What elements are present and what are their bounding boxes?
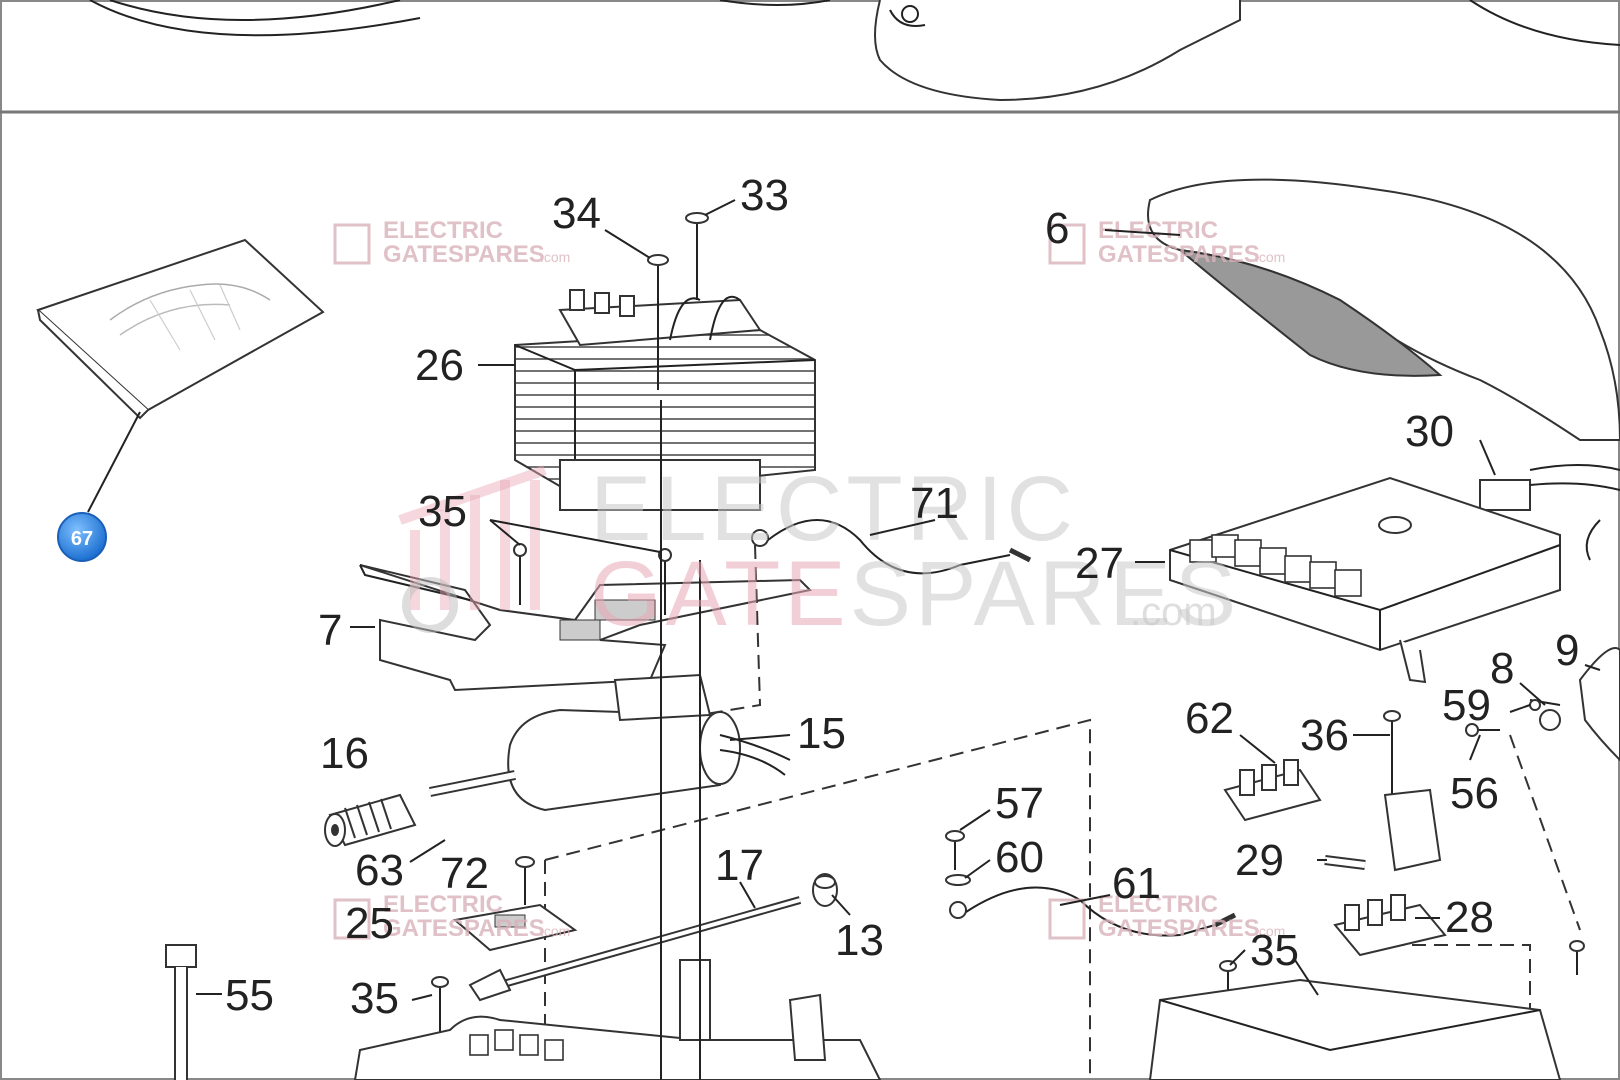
top-section-fragment: [89, 0, 1620, 102]
label-35b: 35: [1250, 926, 1299, 975]
threaded-rod: [468, 896, 802, 1002]
earth-wire-61: [949, 886, 1237, 937]
svg-text:ELECTRIC: ELECTRIC: [383, 891, 503, 918]
label-15: 15: [797, 709, 846, 758]
svg-text:GATESPARES: GATESPARES: [1098, 241, 1260, 268]
cover-housing: [1147, 178, 1620, 441]
label-17: 17: [715, 841, 764, 890]
svg-text:GATESPARES: GATESPARES: [590, 543, 1240, 645]
watermark-line2b: SPARES: [448, 241, 545, 268]
watermark-line1: ELECTRIC: [383, 217, 503, 244]
watermark-center: ELECTRIC GATESPARES .com: [398, 458, 1240, 645]
control-box-base: [1148, 978, 1562, 1080]
label-30: 30: [1405, 407, 1454, 456]
badge-label: 67: [71, 528, 93, 550]
part-labels: 34 33 6 26 30 35 71 27 7 9 8 62 59 15 36…: [225, 171, 1579, 1023]
connector-plug: [1479, 464, 1620, 561]
label-16: 16: [320, 729, 369, 778]
label-71: 71: [910, 479, 959, 528]
watermark-logo-1: ELECTRIC GATESPARES .com: [333, 217, 570, 268]
watermark-suffix: .com: [540, 249, 570, 265]
terminal-block-62: [1223, 759, 1322, 822]
label-57: 57: [995, 779, 1044, 828]
label-60: 60: [995, 833, 1044, 882]
earth-wire-71: [751, 519, 1032, 575]
bolt-55: [165, 944, 197, 1080]
plate: [452, 856, 578, 952]
fuse-holder: [1324, 788, 1442, 872]
label-55: 55: [225, 971, 274, 1020]
callout-badge-67[interactable]: 67: [57, 512, 107, 562]
svg-text:GATESPARES: GATESPARES: [1098, 915, 1260, 942]
label-28: 28: [1445, 893, 1494, 942]
label-35c: 35: [350, 974, 399, 1023]
label-26: 26: [415, 341, 464, 390]
label-9: 9: [1555, 626, 1579, 675]
gearbox-base: [353, 959, 882, 1080]
label-13: 13: [835, 916, 884, 965]
watermark-logo-3: ELECTRIC GATESPARES .com: [333, 891, 570, 942]
motor: [429, 673, 791, 812]
svg-text:GATESPARES: GATESPARES: [383, 241, 545, 268]
svg-text:.com: .com: [1255, 923, 1285, 939]
label-8: 8: [1490, 644, 1514, 693]
watermark-logo-2: ELECTRIC GATESPARES .com: [1048, 217, 1285, 268]
svg-text:.com: .com: [540, 923, 570, 939]
label-7: 7: [318, 606, 342, 655]
control-board: [1169, 476, 1561, 684]
label-72: 72: [440, 849, 489, 898]
bushing: [812, 873, 838, 907]
terminal-block-28: [1333, 894, 1447, 957]
label-27: 27: [1075, 539, 1124, 588]
label-56: 56: [1450, 769, 1499, 818]
label-61: 61: [1112, 859, 1161, 908]
svg-text:GATESPARES: GATESPARES: [383, 915, 545, 942]
label-25: 25: [345, 899, 394, 948]
svg-text:.com: .com: [1130, 590, 1217, 634]
label-35a: 35: [418, 487, 467, 536]
svg-text:.com: .com: [1255, 249, 1285, 265]
label-59: 59: [1442, 681, 1491, 730]
label-29: 29: [1235, 836, 1284, 885]
watermark-logo-4: ELECTRIC GATESPARES .com: [1048, 891, 1285, 942]
svg-text:ELECTRIC: ELECTRIC: [1098, 891, 1218, 918]
label-33: 33: [740, 171, 789, 220]
label-63: 63: [355, 846, 404, 895]
label-6: 6: [1045, 204, 1069, 253]
worm-gear: [324, 793, 417, 847]
label-36: 36: [1300, 711, 1349, 760]
label-62: 62: [1185, 694, 1234, 743]
watermark-line2a: GATE: [383, 241, 448, 268]
leader-lines: [196, 199, 1601, 1001]
manual-booklet: [36, 238, 325, 513]
label-34: 34: [552, 189, 601, 238]
svg-text:ELECTRIC: ELECTRIC: [590, 458, 1077, 560]
